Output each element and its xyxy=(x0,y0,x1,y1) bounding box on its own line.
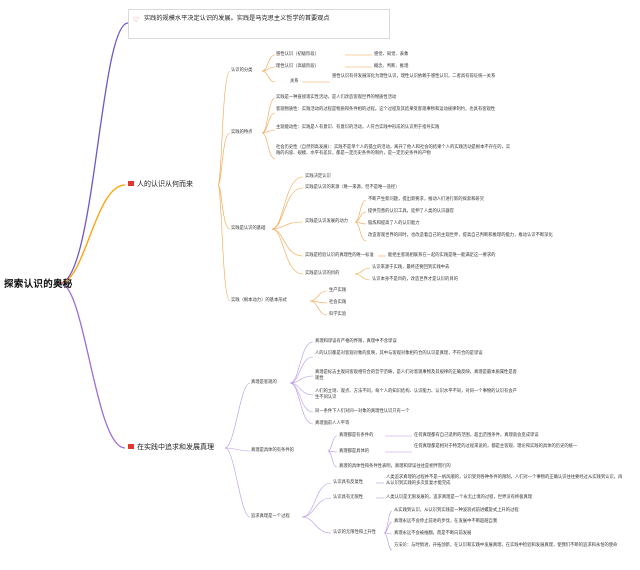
node-concrete-title[interactable]: 真理是具体的有条件的 xyxy=(251,448,294,453)
node-upward-2[interactable]: 真理永远不会停止前进的步伐，在发展中不断超越自我 xyxy=(394,519,498,524)
node-purpose-2[interactable]: 认识本身不是目的，改造世界才是认识的目的 xyxy=(372,277,458,282)
callout-box[interactable]: ♡ 实践的规模水平决定认识的发展。实践是马克思主义哲学的首要观点 xyxy=(128,9,390,39)
node-basis-2[interactable]: 实践是认识的来源（唯一来源，但不是唯一途径） xyxy=(305,185,400,190)
node-upward-3[interactable]: 真理永远不会被推翻，而是不断向前发展 xyxy=(394,531,472,536)
node-power-1[interactable]: 不断产生新问题，提出新要求，推动人们进行新的探索和研究 xyxy=(368,197,485,202)
node-purpose-1[interactable]: 认识来源于实践，最终还要回到实践中去 xyxy=(372,265,450,270)
node-process-upward[interactable]: 认识的无限性和上升性 xyxy=(333,530,376,535)
root-topic[interactable]: 探索认识的奥秘 xyxy=(4,279,73,290)
connector-branch2 xyxy=(59,282,126,449)
callout-text: 实践的规模水平决定认识的发展。实践是马克思主义哲学的首要观点 xyxy=(144,15,330,22)
node-concrete-1-text[interactable]: 任何真理都有自己适用的范围，超出范围条件，真理就会变成谬误 xyxy=(414,433,539,438)
node-meaning-3[interactable]: 真理是标志主观同客观相符合的哲学范畴，是人们对客观事物及其规律的正确反映，真理是… xyxy=(315,370,517,381)
connector-branch1 xyxy=(59,184,126,284)
branch-2-topic[interactable]: 在实践中追求和发展真理 xyxy=(128,443,214,452)
node-forms-title[interactable]: 实践（根本动力）的基本形式 xyxy=(231,298,287,303)
red-flag-icon xyxy=(128,181,134,186)
node-process-repeat-text[interactable]: 人类追求真理的过程并不是一帆风顺的，认识受到各种条件的限制，人们对一个事物的正确… xyxy=(386,475,623,486)
node-meaning-title[interactable]: 真理是客观的 xyxy=(251,380,277,385)
node-power-2[interactable]: 提供完善的认识工具，延伸了人类的认识器官 xyxy=(368,209,454,214)
node-cls-title[interactable]: 认识的分类 xyxy=(231,68,253,73)
node-features-def[interactable]: 实践是一种直接现实性活动，是人们改造客观世界的物质性活动 xyxy=(276,95,397,100)
node-process-repeat[interactable]: 认识具有反复性 xyxy=(333,480,364,485)
node-forms-1[interactable]: 生产实践 xyxy=(329,288,347,293)
branch-2-label: 在实践中追求和发展真理 xyxy=(137,443,214,451)
node-features-subjective[interactable]: 主观能动性：实践是人有意识、有意识的活动，人符合实践中形成的认识用于指导实践 xyxy=(276,125,440,130)
node-basis-1[interactable]: 实践决定认识 xyxy=(305,174,331,179)
node-relation[interactable]: 关系 xyxy=(290,79,299,84)
branch-1-topic[interactable]: 人的认识从何而来 xyxy=(128,180,193,189)
node-basis-power[interactable]: 实践是认识发展的动力 xyxy=(305,219,348,224)
node-features-social[interactable]: 社会历史性（自然到高发展）：实践不是单个人的孤立的活动，离开了他人和社会的结果个… xyxy=(276,145,511,156)
branch-1-label: 人的认识从何而来 xyxy=(137,180,193,188)
node-meaning-4[interactable]: 人们的立场、观点、方法不同，每个人的知识结构、认识能力、认识水平不同，对同一个事… xyxy=(315,389,517,400)
node-relation-text[interactable]: 感性认识有待发展深化为理性认识，理性认识依赖于感性认识，二者具有辩证统一关系 xyxy=(332,74,496,79)
node-power-3[interactable]: 锻炼和提高了人的认识能力 xyxy=(368,221,420,226)
node-forms-2[interactable]: 社会实践 xyxy=(329,300,347,305)
node-process-title[interactable]: 追求真理是一个过程 xyxy=(251,514,290,519)
node-rational[interactable]: 理性认识（高级阶段） xyxy=(276,64,319,69)
node-basis-title[interactable]: 实践是认识的基础 xyxy=(231,226,266,231)
node-perceptual[interactable]: 感性认识（初级阶段） xyxy=(276,52,319,57)
node-concrete-2-text[interactable]: 任何真理都是相对于特定的过程来说的，都是主客观、理论和实践的具体的历史的统一 xyxy=(414,444,578,449)
node-features-objective[interactable]: 客观物质性：实践活动的过程是物质和条件相的过程。这个过程及其结果受客观事物和运动… xyxy=(276,107,496,112)
node-basis-standard[interactable]: 实践是检验认识的真理性的唯一标准 xyxy=(305,253,374,258)
node-meaning-2[interactable]: 人的认识都是对客观对象的反映，其中与客观对象相符合的认识是真理，不符合的是谬误 xyxy=(315,351,483,356)
node-concrete-1[interactable]: 真理都是有条件的 xyxy=(339,433,374,438)
node-meaning-1[interactable]: 真理和谬误有严格的界限，真理中不含谬误 xyxy=(315,339,397,344)
node-process-infinite-text[interactable]: 人类认识是无限发展的，追求真理是一个永无止境的过程，世界没有终极真理 xyxy=(386,495,533,500)
node-concrete-2[interactable]: 真理都是具体的 xyxy=(339,449,370,454)
node-power-4[interactable]: 改造客观世界的同时，也改造着自己的主观世界，提高自己判断和推理的能力，推动认识不… xyxy=(368,233,553,238)
node-basis-purpose[interactable]: 实践是认识的目的 xyxy=(305,271,340,276)
node-perceptual-forms[interactable]: 感觉、知觉、表象 xyxy=(374,52,409,57)
node-concrete-3[interactable]: 真理的具体性和条件性表明，真理和谬误往往是相伴而行的 xyxy=(339,464,451,469)
node-standard-text[interactable]: 能把主客观相联系在一起的实践是唯一能满足这一要求的 xyxy=(388,253,496,258)
connector-callout xyxy=(59,22,129,284)
node-upward-1[interactable]: 从实践到认识，从认识到实践是一种波浪式前进螺旋式上升的过程 xyxy=(394,508,519,513)
red-flag-icon xyxy=(128,444,134,449)
node-meaning-5[interactable]: 同一条件下人们对同一对象的真理性认识只有一个 xyxy=(315,409,410,414)
node-meaning-6[interactable]: 真理面前人人平等 xyxy=(315,421,350,426)
node-upward-4[interactable]: 方法论：与时俱进，开拓创新，在认识和实践中发展真理，在实践中检验和发展真理，使我… xyxy=(394,543,618,548)
heart-icon: ♡ xyxy=(133,16,140,24)
node-forms-3[interactable]: 科学实验 xyxy=(329,312,347,317)
node-process-infinite[interactable]: 认识具有无限性 xyxy=(333,495,364,500)
node-rational-forms[interactable]: 概念、判断、推理 xyxy=(374,64,409,69)
node-features-title[interactable]: 实践的特点 xyxy=(231,130,253,135)
